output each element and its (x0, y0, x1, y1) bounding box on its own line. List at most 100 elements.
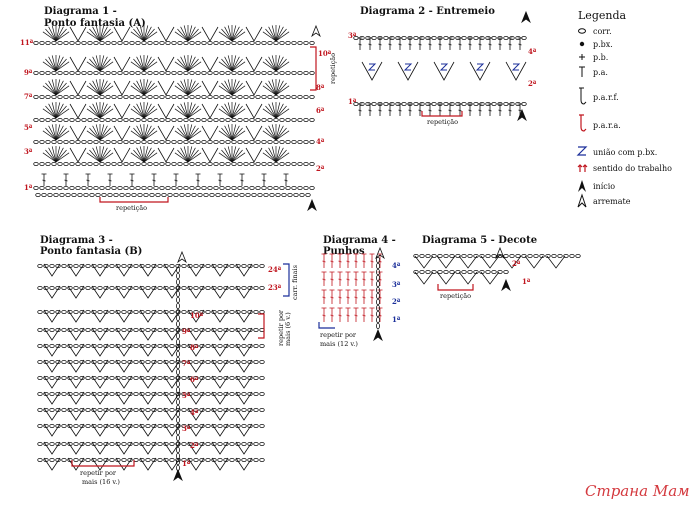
fan-stitch (143, 105, 155, 119)
fan-stitch (187, 152, 202, 163)
chain-stitch (287, 192, 293, 197)
fan-stitch (86, 152, 101, 163)
fan-stitch (183, 55, 189, 72)
chain-stitch (375, 316, 380, 323)
chain-stitch (255, 118, 261, 123)
chain-stitch (171, 71, 177, 76)
chain-stitch (33, 139, 39, 144)
v-stitch (43, 309, 61, 323)
fan-stitch (89, 82, 101, 96)
fan-stitch (99, 79, 105, 96)
fan-stitch (99, 56, 108, 72)
chain-stitch (61, 359, 67, 364)
diagram-3-title-line1: Diagrama 3 - (40, 235, 113, 246)
chain-stitch (241, 441, 247, 446)
legend-label: corr. (593, 27, 612, 36)
chain-stitch (261, 71, 267, 76)
chain-stitch (491, 253, 497, 258)
chain-stitch (49, 457, 55, 462)
chain-stitch (47, 192, 53, 197)
chain-stitch (183, 41, 189, 46)
chain-stitch (123, 118, 129, 123)
chain-stitch (309, 95, 315, 100)
v-stitch (211, 343, 229, 357)
end-marker-icon (311, 24, 321, 38)
chain-stitch (99, 185, 105, 190)
fan-stitch (55, 152, 70, 163)
plus-icon (579, 54, 585, 60)
chain-stitch (285, 41, 291, 46)
chain-stitch (113, 192, 119, 197)
chain-stitch (159, 139, 165, 144)
chain-stitch (129, 95, 135, 100)
chain-stitch (189, 118, 195, 123)
fan-stitch (268, 80, 277, 96)
chain-stitch (243, 139, 249, 144)
chain-stitch (175, 404, 180, 411)
fan-stitch (42, 85, 57, 96)
fan-stitch (45, 28, 57, 42)
chain-stitch (149, 192, 155, 197)
chain-stitch (213, 95, 219, 100)
fan-stitch (231, 80, 240, 96)
fan-stitch (55, 147, 64, 163)
chain-stitch (443, 269, 449, 274)
chain-stitch (195, 118, 201, 123)
chain-stitch (85, 327, 91, 332)
fan-stitch (187, 127, 199, 141)
fan-stitch (183, 124, 189, 141)
chain-stitch (237, 41, 243, 46)
chain-stitch (121, 375, 127, 380)
chain-stitch (121, 441, 127, 446)
chain-stitch (241, 457, 247, 462)
chain-stitch (527, 253, 533, 258)
chain-stitch (159, 41, 165, 46)
diagram-2-chart (353, 10, 531, 122)
chain-stitch (193, 441, 199, 446)
double-crochet-stitch (369, 289, 375, 304)
v-stitch (211, 327, 229, 341)
chain-stitch (225, 71, 231, 76)
v-stitch (187, 343, 205, 357)
fan-stitch (99, 130, 114, 141)
chain-stitch (259, 407, 265, 412)
chain-stitch (263, 192, 269, 197)
v-stitch (187, 263, 205, 277)
fan-stitch (187, 55, 193, 72)
v-stitch (469, 61, 491, 81)
fan-stitch (99, 103, 108, 119)
chain-stitch (125, 192, 131, 197)
chain-stitch (69, 95, 75, 100)
chain-stitch (141, 118, 147, 123)
double-crochet-stitch (487, 37, 493, 50)
chain-stitch (97, 309, 103, 314)
chain-stitch (193, 285, 199, 290)
chain-stitch (39, 41, 45, 46)
chain-stitch (229, 285, 235, 290)
chain-stitch (97, 343, 103, 348)
chain-stitch (123, 185, 129, 190)
chain-stitch (201, 185, 207, 190)
chain-stitch (41, 192, 47, 197)
fan-stitch (92, 103, 101, 119)
chain-stitch (37, 309, 43, 314)
v-stitch (245, 80, 263, 96)
double-crochet-stitch (321, 307, 327, 322)
fan-stitch (42, 130, 57, 141)
chain-stitch (461, 269, 467, 274)
v-stitch (187, 309, 205, 323)
diagram-3-title-line2: Ponto fantasia (B) (40, 246, 142, 257)
chain-stitch (575, 253, 581, 258)
chain-stitch (309, 161, 315, 166)
fan-stitch (231, 85, 246, 96)
v-stitch (211, 441, 229, 455)
v-stitch (414, 255, 434, 269)
fan-stitch (48, 56, 57, 72)
v-stitch (67, 263, 85, 277)
diagram-4-chart (321, 246, 385, 342)
fan-stitch (275, 58, 287, 72)
double-crochet-stitch (467, 103, 473, 116)
double-crochet-stitch (261, 173, 267, 186)
chain-stitch (39, 118, 45, 123)
chain-stitch (69, 41, 75, 46)
